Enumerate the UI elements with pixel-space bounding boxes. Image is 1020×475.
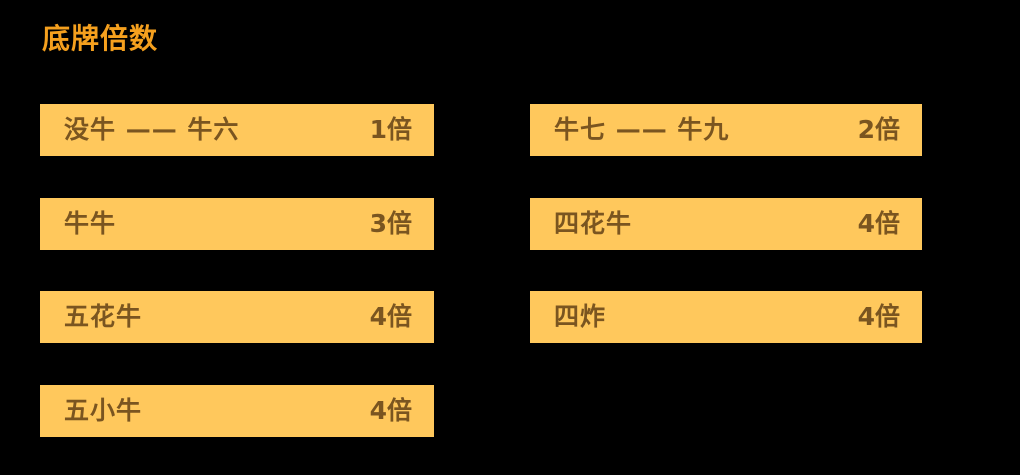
- multiplier-row-right-1: 牛七 —— 牛九 2倍: [530, 104, 922, 156]
- multiplier-row-left-2: 牛牛 3倍: [40, 198, 434, 250]
- multiplier-value: 4倍: [369, 396, 412, 425]
- multiplier-label: 牛牛: [64, 209, 117, 238]
- multiplier-row-left-4: 五小牛 4倍: [40, 385, 434, 437]
- multiplier-value: 4倍: [857, 209, 900, 238]
- multiplier-label: 没牛 —— 牛六: [64, 115, 240, 144]
- multiplier-value: 4倍: [857, 302, 900, 331]
- multiplier-row-right-3: 四炸 4倍: [530, 291, 922, 343]
- multiplier-label: 五小牛: [64, 396, 143, 425]
- multiplier-label: 四花牛: [554, 209, 633, 238]
- page-title: 底牌倍数: [42, 22, 159, 55]
- multiplier-value: 2倍: [857, 115, 900, 144]
- multiplier-value: 1倍: [369, 115, 412, 144]
- multiplier-value: 3倍: [369, 209, 412, 238]
- multiplier-value: 4倍: [369, 302, 412, 331]
- multiplier-label: 五花牛: [64, 302, 143, 331]
- multiplier-row-right-2: 四花牛 4倍: [530, 198, 922, 250]
- multiplier-row-left-3: 五花牛 4倍: [40, 291, 434, 343]
- multiplier-label: 四炸: [554, 302, 607, 331]
- multiplier-row-left-1: 没牛 —— 牛六 1倍: [40, 104, 434, 156]
- multiplier-label: 牛七 —— 牛九: [554, 115, 730, 144]
